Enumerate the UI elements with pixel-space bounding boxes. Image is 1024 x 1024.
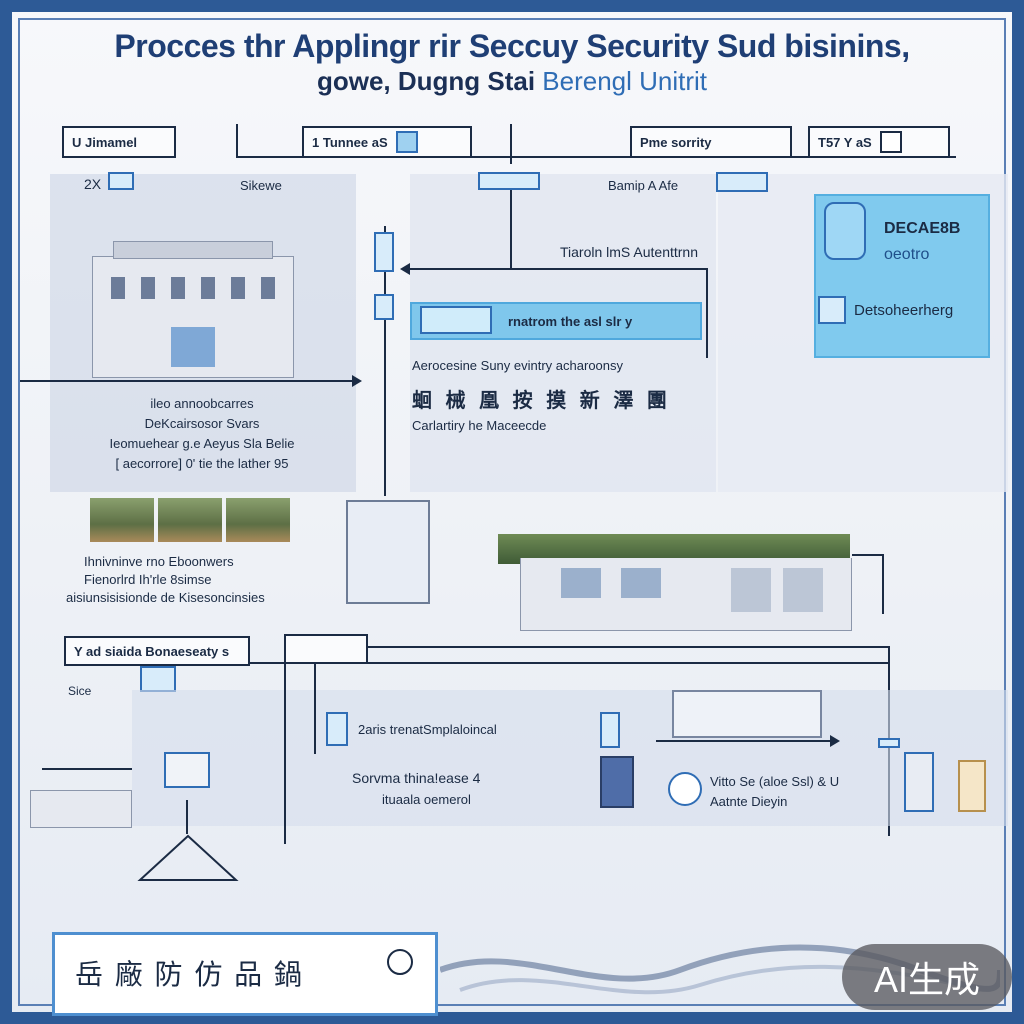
arrow-right-icon [830, 735, 840, 747]
mid-left-caption-2: Fienorlrd Ih'rle 8simse [84, 572, 212, 587]
globe-icon [668, 772, 702, 806]
central-spine-line [384, 226, 386, 496]
middle-panel-line-2: Carlartiry he Maceecde [412, 418, 547, 433]
connector-line [186, 800, 188, 834]
middle-panel-heading: Tiaroln lmS Autenttrnn [560, 244, 698, 260]
footer-box: 岳 廠 防 仿 品 鍋 [52, 932, 438, 1016]
lower-text-center-b: ituaala oemerol [382, 792, 471, 807]
rack-icon [478, 172, 540, 190]
shield-icon [824, 202, 866, 260]
panel-icon [958, 760, 986, 812]
facility-illustration [520, 558, 852, 631]
server-icon [600, 756, 634, 808]
subtitle-part-1: gowe, Dugng Stai [316, 66, 536, 96]
arrow-left-icon [400, 263, 410, 275]
subtitle-part-2: Berengl Unitrit [542, 66, 708, 96]
middle-panel-cjk: 蛔 械 凰 按 摸 新 澤 團 [412, 390, 671, 412]
lower-connector-line [66, 662, 890, 664]
plug-icon [878, 738, 900, 748]
badge-icon [387, 949, 413, 975]
chip-icon [108, 172, 134, 190]
top-box-4: T57 Y aS [808, 126, 950, 158]
lower-text-right-b: Aatnte Dieyin [710, 794, 788, 809]
lower-connector-line [368, 646, 888, 648]
lower-panel [132, 690, 1008, 826]
connector-line [20, 380, 356, 382]
connector-line [510, 124, 512, 164]
status-card-item: Detsoheerherg [854, 302, 954, 319]
diagram-title: Procces thr Applingr rir Seccuy Security… [114, 28, 910, 64]
footer-label: 岳 廠 防 仿 品 鍋 [75, 959, 304, 990]
connector-line [706, 268, 708, 358]
top-box-3-label: Pme sorrity [640, 134, 712, 150]
device-icon [818, 296, 846, 324]
top-box-4-label: T57 Y aS [818, 134, 872, 150]
right-panel-tag: Bamip A Afe [608, 178, 679, 193]
server-icon [374, 232, 394, 272]
camera-icon [164, 752, 210, 788]
connector-line [314, 664, 316, 754]
connector-line [510, 190, 512, 270]
arrow-right-icon [352, 375, 362, 387]
connector-line [656, 740, 832, 742]
status-card-subtitle: oeotro [884, 246, 930, 263]
connector-line [408, 268, 708, 270]
mansion-illustration [92, 241, 294, 378]
top-box-2: 1 Tunnee aS [302, 126, 472, 158]
left-panel-line-3: Ieomuehear g.e Aeyus Sla Belie [109, 436, 295, 451]
control-room-icon [672, 690, 822, 738]
device-icon [395, 131, 418, 153]
left-panel-line-4: [ aecorrore] 0' tie the lather 95 [115, 456, 289, 471]
highlight-label: rnatrom the asl slr y [508, 314, 633, 329]
lower-text-mid: 2aris trenatSmplaloincal [358, 722, 497, 737]
status-card-title: DECAE8B [884, 220, 961, 237]
cabinet-icon [904, 752, 934, 812]
lower-text-right-a: Vitto Se (aloe Ssl) & U [710, 774, 840, 789]
connector-line [882, 554, 884, 614]
left-panel-line-2: DeKcairsosor Svars [144, 416, 260, 431]
lower-small-label: Sice [68, 684, 92, 698]
sensor-icon [326, 712, 348, 746]
connector-line [42, 768, 132, 770]
middle-panel-line-1: Aerocesine Suny evintry acharoonsy [412, 358, 624, 373]
top-box-2-label: 1 Tunnee aS [312, 134, 388, 150]
top-box-3: Pme sorrity [630, 126, 792, 158]
screen-icon [879, 131, 902, 153]
connector-line [284, 664, 286, 844]
landscape-strip [90, 498, 290, 542]
left-panel-code: 2X [84, 176, 102, 192]
connector-line [236, 124, 238, 158]
mid-left-caption-1: Ihnivninve rno Eboonwers [84, 554, 234, 569]
panel-icon [600, 712, 620, 748]
top-box-1-label: U Jimamel [72, 134, 138, 150]
ai-generated-badge: AI生成 [842, 944, 1012, 1010]
network-icon [420, 306, 492, 334]
lower-box: Y ad siaida Bonaeseaty s [64, 636, 250, 666]
building-illustration [30, 790, 132, 828]
server-rack-icon [346, 500, 430, 604]
top-box-1: U Jimamel [62, 126, 176, 158]
lower-box-label: Y ad siaida Bonaeseaty s [74, 643, 230, 659]
antenna-icon [137, 834, 239, 881]
inner-border [18, 18, 1006, 1006]
lock-icon [374, 294, 394, 320]
lower-text-center-a: Sorvma thina!ease 4 [352, 770, 481, 786]
camera-icon [140, 666, 176, 692]
mid-left-caption-3: aisiunsisisionde de Kisesoncinsies [66, 590, 265, 605]
rack-icon [716, 172, 768, 192]
connector-line [852, 554, 882, 556]
top-connector-line [236, 156, 956, 158]
diagram-subtitle: gowe, Dugng Stai Berengl Unitrit [0, 66, 1024, 97]
lower-empty-box [284, 634, 368, 664]
left-panel-line-1: ileo annoobcarres [150, 396, 254, 411]
left-panel-tag: Sikewe [240, 178, 282, 193]
